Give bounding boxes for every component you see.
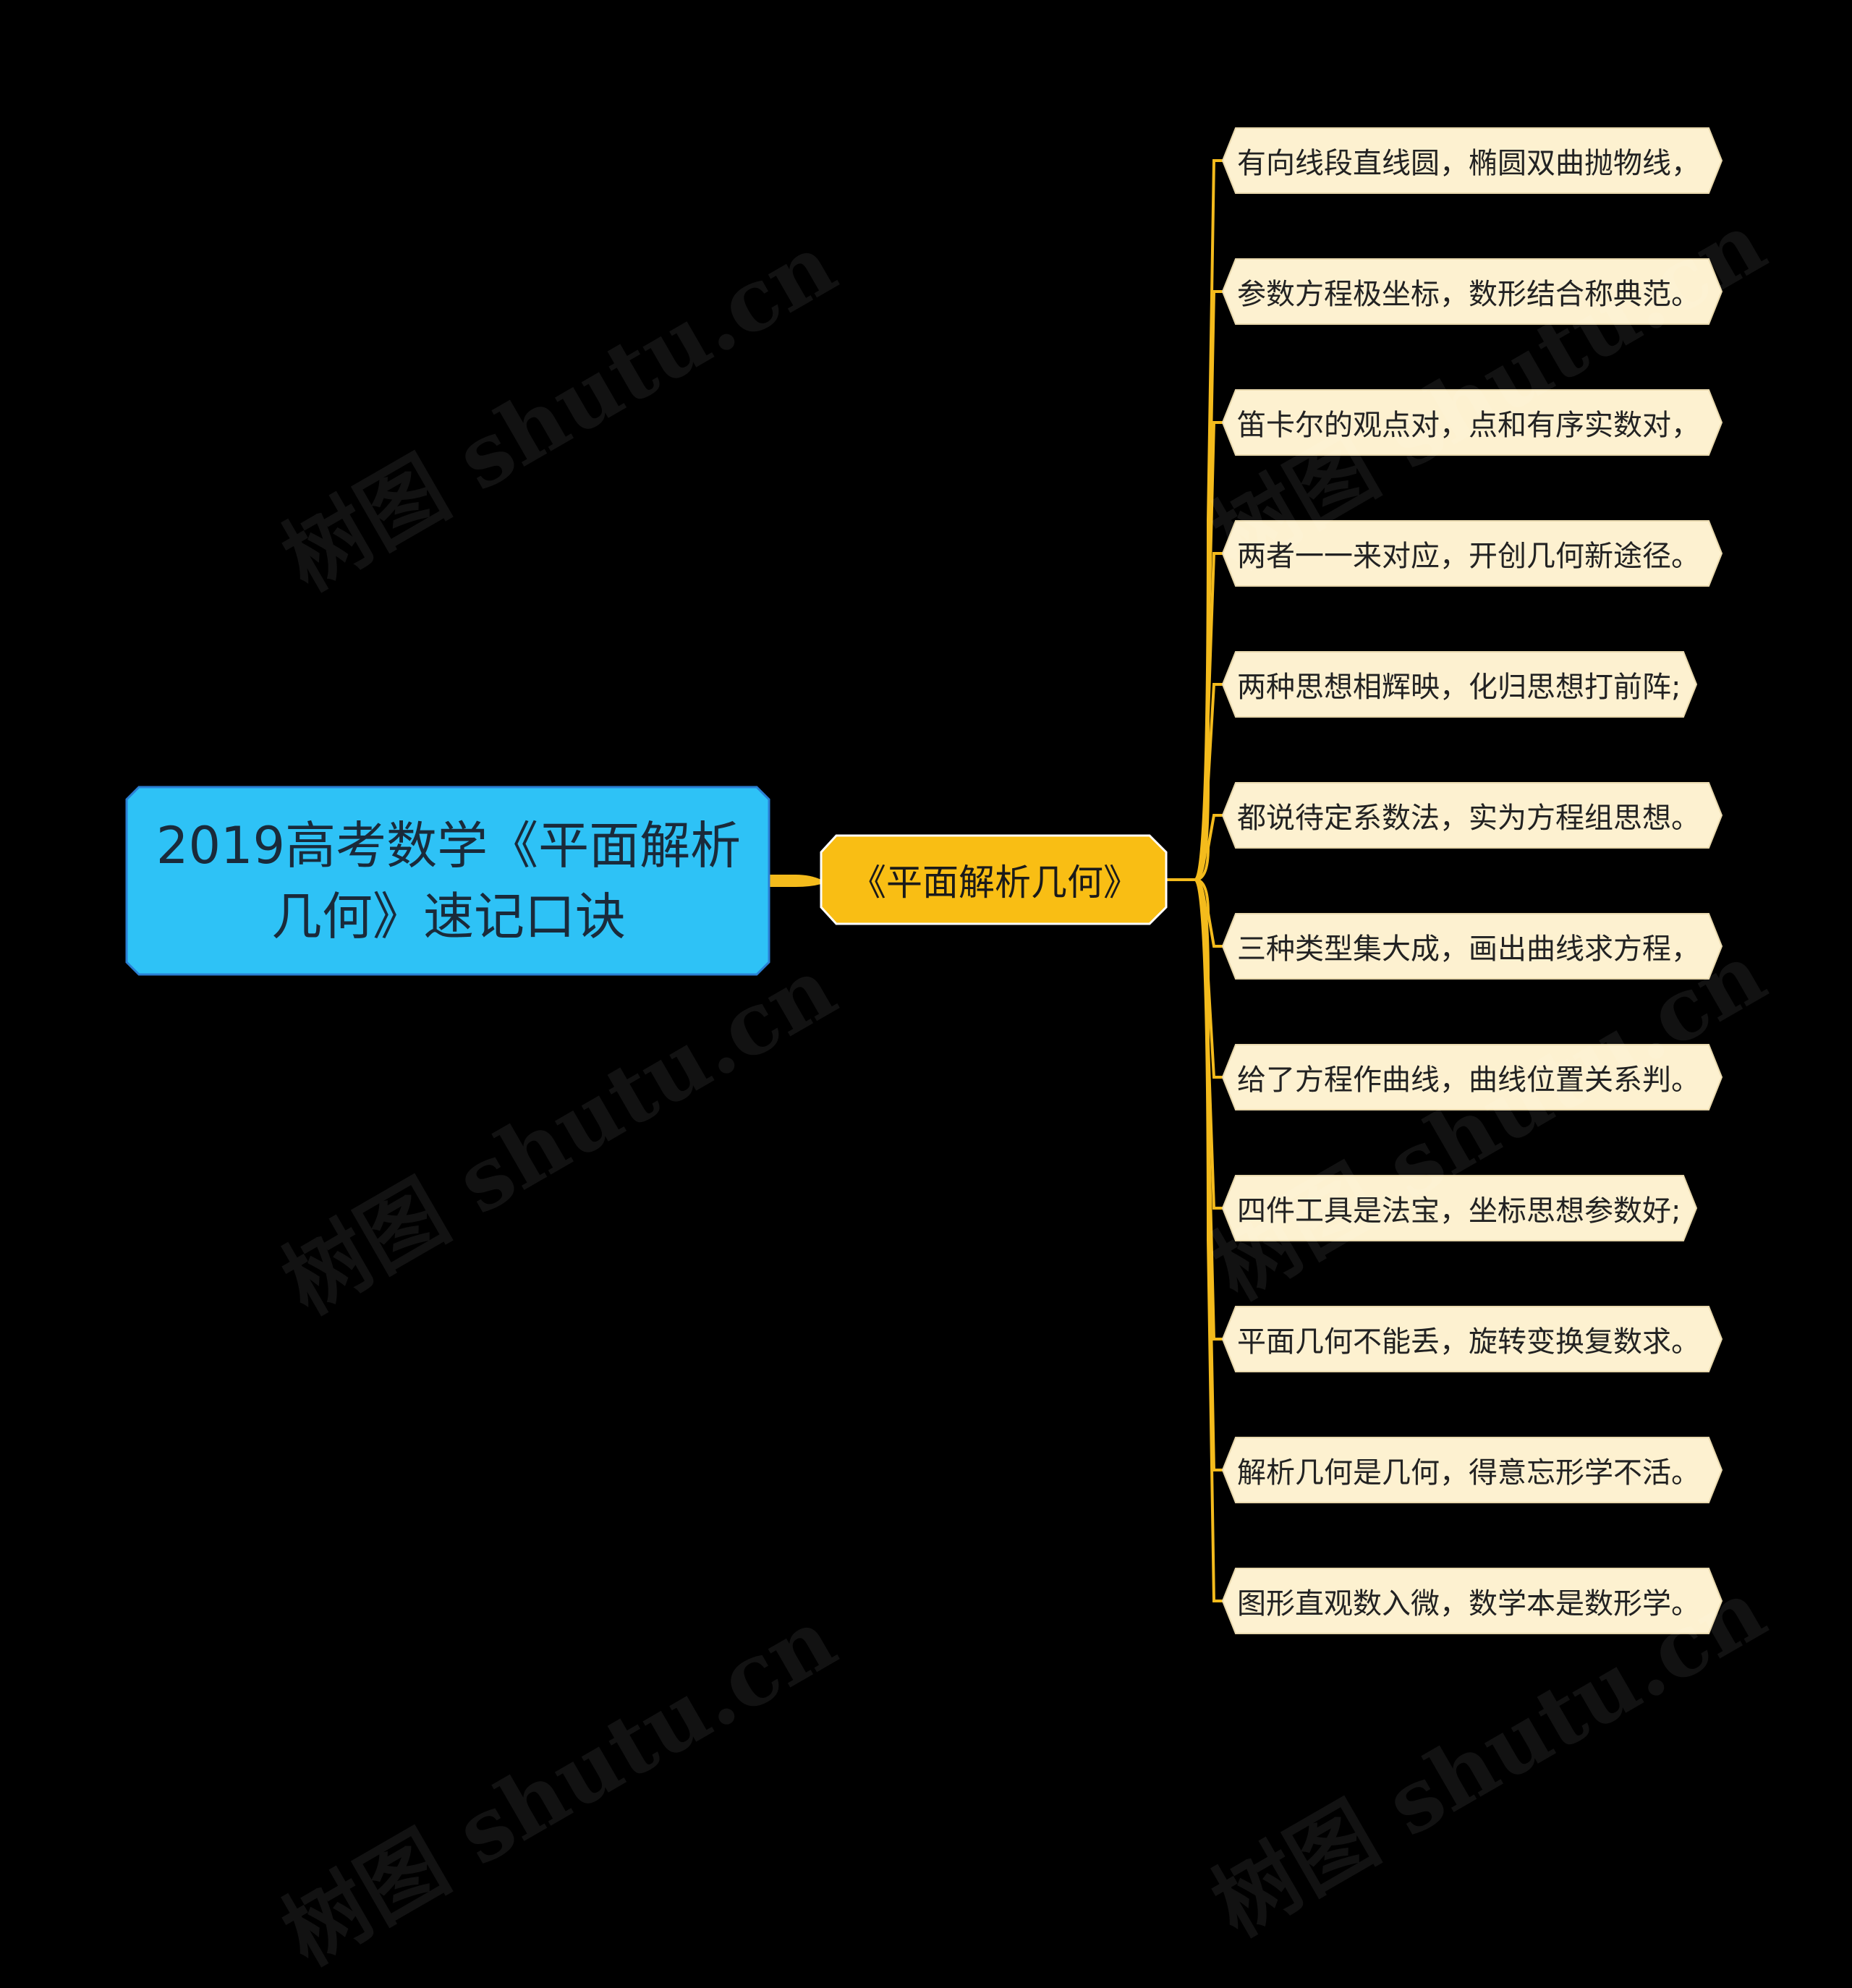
- leaf-connector: [1166, 421, 1223, 881]
- leaf-node-label[interactable]: 笛卡尔的观点对，点和有序实数对，: [1237, 409, 1700, 442]
- leaf-node-shape[interactable]: [1221, 1175, 1698, 1241]
- leaf-node-label[interactable]: 三种类型集大成，画出曲线求方程，: [1237, 933, 1700, 966]
- leaf-node-shape[interactable]: [1221, 913, 1723, 980]
- leaf-node-label[interactable]: 四件工具是法宝，坐标思想参数好;: [1237, 1194, 1681, 1228]
- root-to-branch-connector: [769, 875, 821, 887]
- branch-node-shape[interactable]: [820, 834, 1168, 925]
- leaf-node-shapes: [1221, 127, 1723, 1634]
- leaf-node-label[interactable]: 图形直观数入微，数学本是数形学。: [1237, 1587, 1700, 1620]
- leaf-connector: [1166, 878, 1223, 1079]
- leaf-connector: [1166, 878, 1223, 1602]
- leaf-node-shape[interactable]: [1221, 520, 1723, 587]
- root-node-label[interactable]: 2019高考数学《平面解析几何》速记口诀: [156, 816, 742, 946]
- leaf-node-label[interactable]: 平面几何不能丢，旋转变换复数求。: [1237, 1325, 1700, 1359]
- leaf-connector: [1166, 878, 1223, 1341]
- leaf-node-shape[interactable]: [1221, 389, 1723, 456]
- branch-node-label[interactable]: 《平面解析几何》: [850, 862, 1139, 904]
- leaf-node-shape[interactable]: [1221, 1568, 1723, 1634]
- leaf-node-label[interactable]: 有向线段直线圆，椭圆双曲抛物线，: [1237, 147, 1700, 180]
- leaf-node-label[interactable]: 都说待定系数法，实为方程组思想。: [1237, 802, 1700, 835]
- mindmap-canvas: [125, 127, 1723, 1634]
- leaf-node-shape[interactable]: [1221, 1306, 1723, 1372]
- leaf-node-shape[interactable]: [1221, 782, 1723, 849]
- leaf-connector: [1166, 878, 1223, 948]
- leaf-connector: [1166, 878, 1223, 1210]
- connector-lines: [769, 159, 1223, 1602]
- leaf-node-shape[interactable]: [1221, 258, 1723, 325]
- leaf-connector: [1166, 683, 1223, 881]
- leaf-connector: [1166, 552, 1223, 881]
- root-node-shape[interactable]: [125, 786, 770, 976]
- leaf-node-shape[interactable]: [1221, 1044, 1723, 1110]
- leaf-node-label[interactable]: 解析几何是几何，得意忘形学不活。: [1237, 1456, 1700, 1490]
- leaf-connector: [1166, 159, 1223, 881]
- leaf-node-shape[interactable]: [1221, 127, 1723, 194]
- leaf-connector: [1166, 814, 1223, 881]
- leaf-node-shape[interactable]: [1221, 1437, 1723, 1503]
- leaf-node-shape[interactable]: [1221, 651, 1698, 718]
- leaf-node-label[interactable]: 参数方程极坐标，数形结合称典范。: [1237, 278, 1700, 311]
- leaf-node-label[interactable]: 两种思想相辉映，化归思想打前阵;: [1237, 671, 1681, 704]
- leaf-node-label[interactable]: 两者一一来对应，开创几何新途径。: [1237, 540, 1700, 573]
- leaf-node-label[interactable]: 给了方程作曲线，曲线位置关系判。: [1237, 1063, 1700, 1097]
